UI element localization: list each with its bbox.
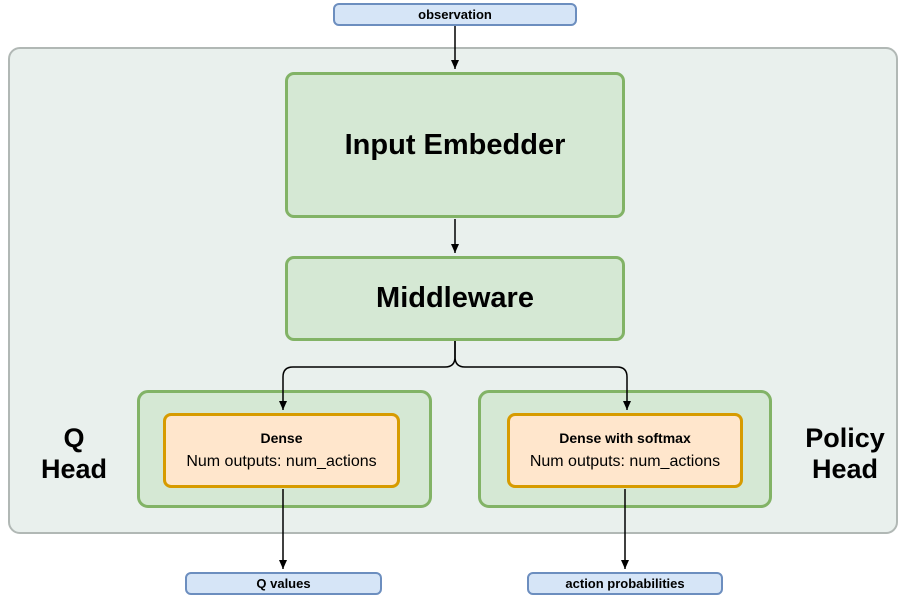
dense-softmax-node: Dense with softmax Num outputs: num_acti… (507, 413, 743, 488)
dense-node: Dense Num outputs: num_actions (163, 413, 400, 488)
input-embedder-node: Input Embedder (285, 72, 625, 218)
observation-label: observation (418, 7, 492, 22)
q-head-label-line1: Q (63, 423, 85, 453)
policy-head-label-line2: Head (811, 454, 879, 484)
dense-softmax-subtitle: Num outputs: num_actions (529, 453, 721, 470)
action-probabilities-node: action probabilities (527, 572, 723, 595)
policy-head-label: Policy Head (790, 423, 900, 485)
middleware-node: Middleware (285, 256, 625, 341)
dense-softmax-title: Dense with softmax (559, 430, 691, 446)
policy-head-label-line1: Policy (805, 423, 885, 453)
middleware-label: Middleware (376, 282, 534, 314)
observation-node: observation (333, 3, 577, 26)
q-head-label: Q Head (19, 423, 129, 485)
q-values-label: Q values (256, 576, 311, 591)
q-head-label-line2: Head (40, 454, 108, 484)
dense-title: Dense (260, 430, 303, 446)
action-probabilities-label: action probabilities (565, 576, 685, 591)
q-values-node: Q values (185, 572, 382, 595)
dense-subtitle: Num outputs: num_actions (186, 453, 377, 470)
input-embedder-label: Input Embedder (344, 128, 566, 161)
